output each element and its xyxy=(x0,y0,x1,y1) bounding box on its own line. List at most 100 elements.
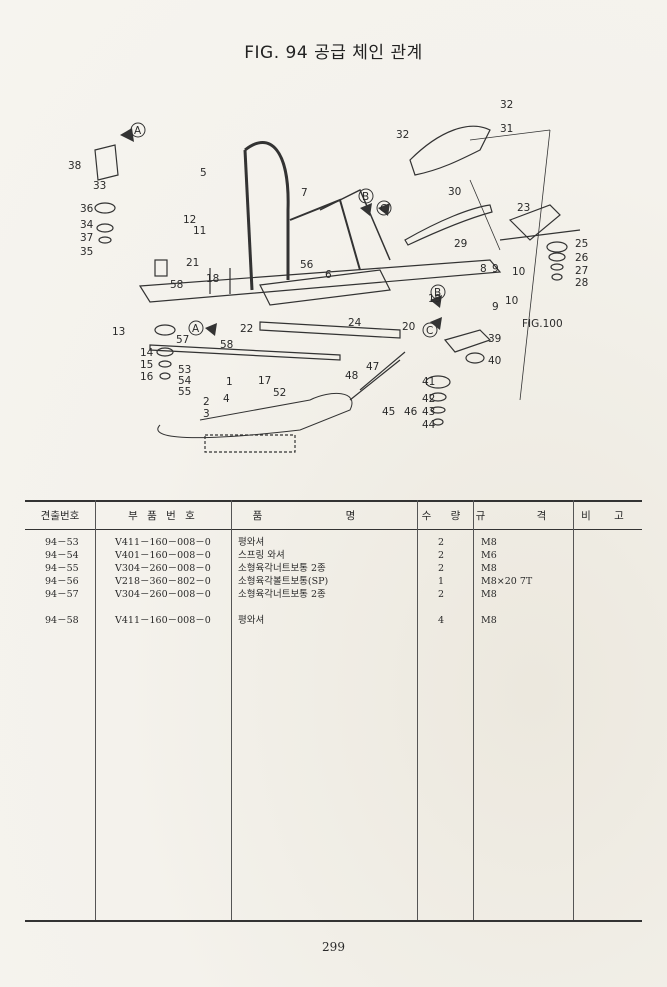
cell-spec: M8 xyxy=(481,537,497,548)
table-row: 94－56 V218－360－802－0 소형육각볼트보통(SP) 1 M8×2… xyxy=(25,575,642,588)
callout: 58 xyxy=(220,339,233,351)
callout: 19 xyxy=(428,293,441,305)
callout: 58 xyxy=(170,279,183,291)
cell-part: V411－160－008－0 xyxy=(115,615,211,626)
cell-ref: 94－53 xyxy=(45,537,79,548)
callout: 6 xyxy=(325,269,332,281)
marker-label: A xyxy=(192,323,200,335)
callout: 42 xyxy=(422,393,435,405)
callout: 7 xyxy=(301,187,308,199)
marker-label: B xyxy=(362,191,369,203)
callout: 9 xyxy=(492,263,499,275)
column-divider xyxy=(231,500,232,922)
callout: 40 xyxy=(488,355,501,367)
cell-name: 소형육각너트보통 2종 xyxy=(238,589,326,600)
cell-part: V411－160－008－0 xyxy=(115,537,211,548)
callout: 2 xyxy=(203,396,210,408)
col-header-part-no: 부 품 번 호 xyxy=(128,510,198,522)
callout: 47 xyxy=(366,361,379,373)
callout: 20 xyxy=(402,321,415,333)
cell-qty: 2 xyxy=(438,589,445,600)
callout: FIG.100 xyxy=(522,318,563,330)
callout: 33 xyxy=(93,180,106,192)
callout: 48 xyxy=(345,370,358,382)
callout: 56 xyxy=(300,259,314,271)
callout: 43 xyxy=(422,406,435,418)
callout: 10 xyxy=(505,295,518,307)
cell-qty: 2 xyxy=(438,537,445,548)
callout: 9 xyxy=(492,301,499,313)
cell-ref: 94－57 xyxy=(45,589,79,600)
figure-title: FIG. 94 공급 체인 관계 xyxy=(244,43,423,63)
cell-qty: 2 xyxy=(438,563,445,574)
cell-qty: 2 xyxy=(438,550,445,561)
cell-part: V218－360－802－0 xyxy=(115,576,211,587)
col-header-name: 품 명 xyxy=(252,510,396,522)
callout-numbers: 32 31 32 5 33 7 30 23 25 26 27 28 12 11 … xyxy=(68,99,589,431)
callout: 18 xyxy=(206,273,219,285)
chain xyxy=(204,434,296,453)
callout: 55 xyxy=(178,386,191,398)
cell-ref: 94－58 xyxy=(45,615,79,626)
callout: 31 xyxy=(500,123,513,135)
main-frame-rail xyxy=(138,259,502,303)
callout: 32 xyxy=(500,99,513,111)
callout: 29 xyxy=(454,238,467,250)
cell-spec: M8 xyxy=(481,589,497,600)
marker-label: C xyxy=(426,325,433,337)
column-divider xyxy=(95,500,96,922)
table-row: 94－55 V304－260－008－0 소형육각너트보통 2종 2 M8 xyxy=(25,562,642,575)
cell-spec: M8×20 7T xyxy=(481,576,533,587)
callout: 21 xyxy=(186,257,199,269)
column-divider xyxy=(417,500,418,922)
callout: 15 xyxy=(140,359,153,371)
column-divider xyxy=(473,500,474,922)
marker-labels: A A B C B C xyxy=(130,122,446,338)
callout: 46 xyxy=(404,406,418,418)
seat-plate xyxy=(409,125,491,176)
table-header: 견출번호 부 품 번 호 품 명 수 량 규 격 비 고 xyxy=(25,500,642,530)
marker-label: C xyxy=(380,203,387,215)
callout: 24 xyxy=(348,317,362,329)
callout: 5 xyxy=(200,167,207,179)
callout: 26 xyxy=(575,252,589,264)
callout: 14 xyxy=(140,347,154,359)
callout: 32 xyxy=(396,129,409,141)
col-header-qty: 수 량 xyxy=(421,510,469,522)
column-divider xyxy=(573,500,574,922)
col-header-spec: 규 격 xyxy=(475,510,571,522)
table-row: 94－54 V401－160－008－0 스프링 와셔 2 M6 xyxy=(25,549,642,562)
page-number: 299 xyxy=(322,940,345,954)
callout: 41 xyxy=(422,376,435,388)
callout: 25 xyxy=(575,238,588,250)
callout: 57 xyxy=(176,334,189,346)
callout: 4 xyxy=(223,393,230,405)
cell-spec: M8 xyxy=(481,563,497,574)
cell-qty: 4 xyxy=(438,615,445,626)
callout: 8 xyxy=(480,263,487,275)
cell-qty: 1 xyxy=(438,576,445,587)
callout: 16 xyxy=(140,371,154,383)
callout: 37 xyxy=(80,232,93,244)
callout: 35 xyxy=(80,246,93,258)
cell-name: 스프링 와셔 xyxy=(238,550,285,561)
callout: 28 xyxy=(575,277,588,289)
callout: 11 xyxy=(193,225,206,237)
callout: 3 xyxy=(203,408,210,420)
callout: 52 xyxy=(273,387,286,399)
parts-table: 견출번호 부 품 번 호 품 명 수 량 규 격 비 고 94－53 V411－… xyxy=(25,500,642,922)
callout: 1 xyxy=(226,376,233,388)
cell-name: 소형육각너트보통 2종 xyxy=(238,563,326,574)
marker-label: B xyxy=(434,287,441,299)
cell-name: 소형육각볼트보통(SP) xyxy=(238,576,329,587)
callout: 53 xyxy=(178,364,191,376)
marker-label: A xyxy=(134,125,142,137)
table-bottom-rule xyxy=(25,920,642,922)
callout: 34 xyxy=(80,219,94,231)
cell-part: V401－160－008－0 xyxy=(115,550,211,561)
col-header-ref: 견출번호 xyxy=(40,510,80,522)
cell-name: 평와셔 xyxy=(238,615,265,626)
parts-drawing: A A B C B C 32 31 32 5 33 7 30 23 xyxy=(68,99,589,453)
cell-part: V304－260－008－0 xyxy=(115,563,211,574)
